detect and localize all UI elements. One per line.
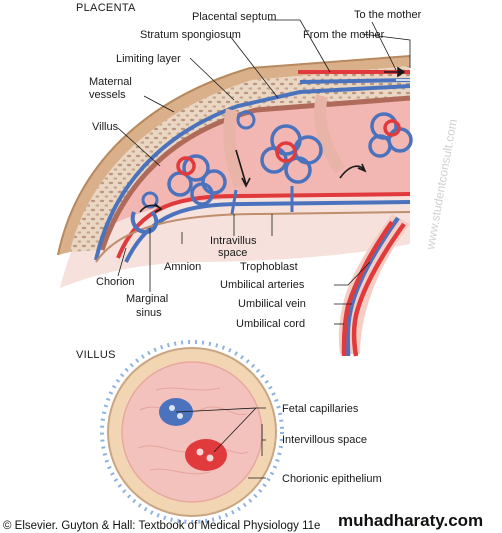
label-intravillus-space-1: Intravillus	[210, 235, 257, 247]
chorionic-vein	[124, 200, 411, 263]
stem-villus-1	[230, 189, 238, 215]
stroma-fibers	[137, 387, 249, 475]
label-marginal-sinus-2: sinus	[136, 307, 162, 319]
fetal-capillary-red	[185, 439, 227, 471]
chorionic-artery	[116, 192, 411, 259]
placental-septum-2	[314, 94, 345, 174]
chorionic-plate-line	[95, 211, 411, 263]
flow-arrows	[139, 149, 367, 213]
label-chorion: Chorion	[96, 276, 135, 288]
footer-credit: © Elsevier. Guyton & Hall: Textbook of M…	[3, 520, 320, 532]
leader-lines	[117, 19, 411, 479]
villus-stroma	[121, 361, 263, 503]
label-stratum-spongiosum: Stratum spongiosum	[140, 29, 241, 41]
label-intervillous-space: Intervillous space	[282, 434, 367, 446]
label-intravillus-space-2: space	[218, 247, 247, 259]
label-to-the-mother: To the mother	[354, 9, 422, 21]
outer-wall-shadow	[57, 55, 411, 256]
label-placental-septum: Placental septum	[192, 11, 276, 23]
villus-tree-1	[167, 154, 227, 206]
label-fetal-capillaries: Fetal capillaries	[282, 403, 359, 415]
label-marginal-sinus-1: Marginal	[126, 293, 168, 305]
watermark-text: www.studentconsult.com	[423, 118, 460, 251]
label-maternal-vessels-2: vessels	[89, 89, 126, 101]
label-umbilical-arteries: Umbilical arteries	[220, 279, 305, 291]
umbilical-vessels	[341, 216, 406, 357]
villus-heading: VILLUS	[76, 349, 116, 361]
placenta-section	[57, 55, 413, 357]
placental-septum-1	[223, 108, 246, 189]
label-limiting-layer: Limiting layer	[116, 53, 181, 65]
label-amnion: Amnion	[164, 261, 201, 273]
label-umbilical-vein: Umbilical vein	[238, 298, 306, 310]
small-villus	[141, 110, 256, 209]
label-maternal-vessels-1: Maternal	[89, 76, 132, 88]
footer-site: muhadharaty.com	[338, 511, 483, 530]
label-trophoblast: Trophoblast	[240, 261, 298, 273]
villus-tree-2	[260, 124, 323, 184]
placenta-heading: PLACENTA	[76, 2, 136, 14]
label-villus: Villus	[92, 121, 119, 133]
maternal-vein-top	[299, 78, 411, 84]
villus-tree-3	[368, 112, 413, 158]
villus-cross-section	[100, 340, 284, 524]
mother-arrows	[384, 66, 410, 81]
label-umbilical-cord: Umbilical cord	[236, 318, 305, 330]
label-chorionic-epithelium: Chorionic epithelium	[282, 473, 382, 485]
maternal-vein	[94, 84, 411, 261]
intervillous-dots	[100, 340, 284, 524]
label-from-the-mother: From the mother	[303, 29, 385, 41]
marginal-sinus	[130, 210, 159, 235]
